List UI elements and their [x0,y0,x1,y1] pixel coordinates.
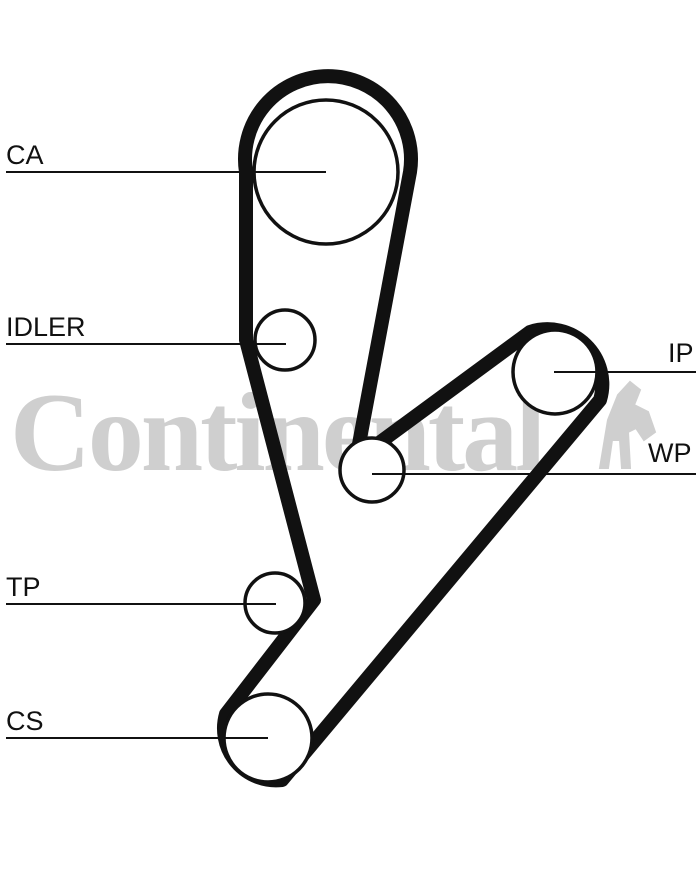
water-pump-pulley [338,436,406,504]
leader-lines [6,171,696,739]
label-tp: TP [6,572,41,602]
idler-pulley [253,308,317,372]
labels: CA IDLER IP WP TP CS [6,140,694,736]
label-ip: IP [668,338,694,368]
label-cs: CS [6,706,44,736]
horse-logo-icon [598,380,657,469]
label-wp: WP [648,438,692,468]
label-idler: IDLER [6,312,86,342]
label-ca: CA [6,140,44,170]
